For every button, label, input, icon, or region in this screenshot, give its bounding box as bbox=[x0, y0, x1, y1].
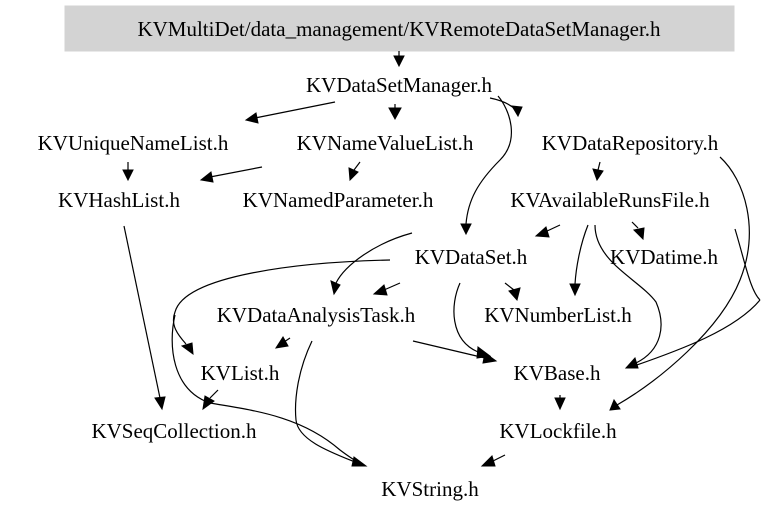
node-root: KVMultiDet/data_management/KVRemoteDataS… bbox=[137, 17, 661, 41]
node-named-parameter: KVNamedParameter.h bbox=[243, 188, 434, 212]
edge-data-analysis-task-to-string bbox=[294, 340, 356, 463]
arrowhead bbox=[460, 223, 472, 236]
node-unique-name-list: KVUniqueNameList.h bbox=[38, 131, 229, 155]
node-hash-list: KVHashList.h bbox=[58, 188, 180, 212]
node-number-list: KVNumberList.h bbox=[484, 303, 632, 327]
arrowhead bbox=[482, 352, 498, 364]
node-available-runs-file: KVAvailableRunsFile.h bbox=[510, 188, 710, 212]
arrowhead bbox=[348, 167, 359, 182]
arrowhead bbox=[351, 456, 368, 467]
edge-name-value-list-to-named-parameter bbox=[353, 161, 361, 171]
edge-dataset-to-string bbox=[171, 314, 359, 463]
arrowhead bbox=[569, 283, 581, 297]
arrowhead bbox=[199, 171, 214, 183]
edge-dataset-to-base bbox=[453, 282, 479, 353]
arrowhead bbox=[388, 107, 402, 121]
arrowhead bbox=[202, 395, 215, 411]
edge-available-runs-file-to-number-list bbox=[574, 224, 589, 285]
arrowhead bbox=[122, 169, 134, 182]
node-base: KVBase.h bbox=[514, 361, 601, 385]
arrowhead bbox=[609, 398, 621, 411]
arrowhead bbox=[372, 284, 388, 296]
node-data-repository: KVDataRepository.h bbox=[542, 131, 719, 155]
root-node-box bbox=[64, 5, 735, 52]
arrowhead bbox=[180, 342, 194, 356]
arrowhead bbox=[592, 168, 604, 182]
node-dataset: KVDataSet.h bbox=[415, 245, 528, 269]
arrowhead bbox=[480, 455, 496, 467]
node-lockfile: KVLockfile.h bbox=[499, 419, 617, 443]
edge-available-runs-file-to-datime bbox=[631, 221, 639, 229]
edge-data-repository-to-available-runs-file bbox=[597, 161, 601, 171]
node-dataset-manager: KVDataSetManager.h bbox=[306, 73, 493, 97]
node-list: KVList.h bbox=[201, 361, 280, 385]
edge-dataset-to-number-list bbox=[504, 282, 515, 291]
arrowhead bbox=[632, 227, 645, 241]
edge-dataset-manager-to-dataset bbox=[465, 95, 512, 225]
node-string: KVString.h bbox=[381, 477, 479, 501]
edges bbox=[122, 51, 761, 467]
arrowhead bbox=[534, 226, 550, 238]
edge-name-value-list-to-hash-list bbox=[209, 166, 263, 178]
edge-hash-list-to-seq-collection bbox=[123, 225, 161, 399]
arrowhead bbox=[274, 336, 289, 349]
edge-dataset-to-data-analysis-task bbox=[335, 232, 413, 284]
edge-lockfile-to-string bbox=[492, 454, 506, 462]
node-datime: KVDatime.h bbox=[610, 245, 718, 269]
node-seq-collection: KVSeqCollection.h bbox=[91, 419, 257, 443]
arrowhead bbox=[154, 396, 166, 411]
edge-data-repository-to-base bbox=[633, 299, 761, 367]
arrowhead bbox=[244, 112, 259, 124]
arrowhead bbox=[511, 105, 523, 118]
edge-available-runs-file-to-lockfile bbox=[734, 228, 761, 301]
edge-data-repository-to-lockfile bbox=[616, 156, 750, 406]
edge-data-analysis-task-to-base bbox=[412, 340, 486, 359]
edge-dataset-manager-to-data-repository bbox=[489, 97, 517, 111]
node-name-value-list: KVNameValueList.h bbox=[297, 131, 474, 155]
arrowhead bbox=[508, 287, 521, 302]
arrowhead bbox=[624, 357, 639, 369]
arrowhead bbox=[554, 397, 566, 411]
arrowhead bbox=[393, 55, 405, 68]
nodes: KVMultiDet/data_management/KVRemoteDataS… bbox=[38, 17, 719, 501]
arrowhead bbox=[330, 280, 341, 296]
edge-dataset-manager-to-unique-name-list bbox=[254, 101, 336, 119]
edge-dataset-to-list bbox=[172, 259, 391, 345]
edge-dataset-to-data-analysis-task-2 bbox=[383, 282, 401, 291]
node-data-analysis-task: KVDataAnalysisTask.h bbox=[217, 303, 416, 327]
edge-list-to-seq-collection bbox=[209, 389, 219, 399]
edge-available-runs-file-to-base bbox=[594, 224, 662, 364]
